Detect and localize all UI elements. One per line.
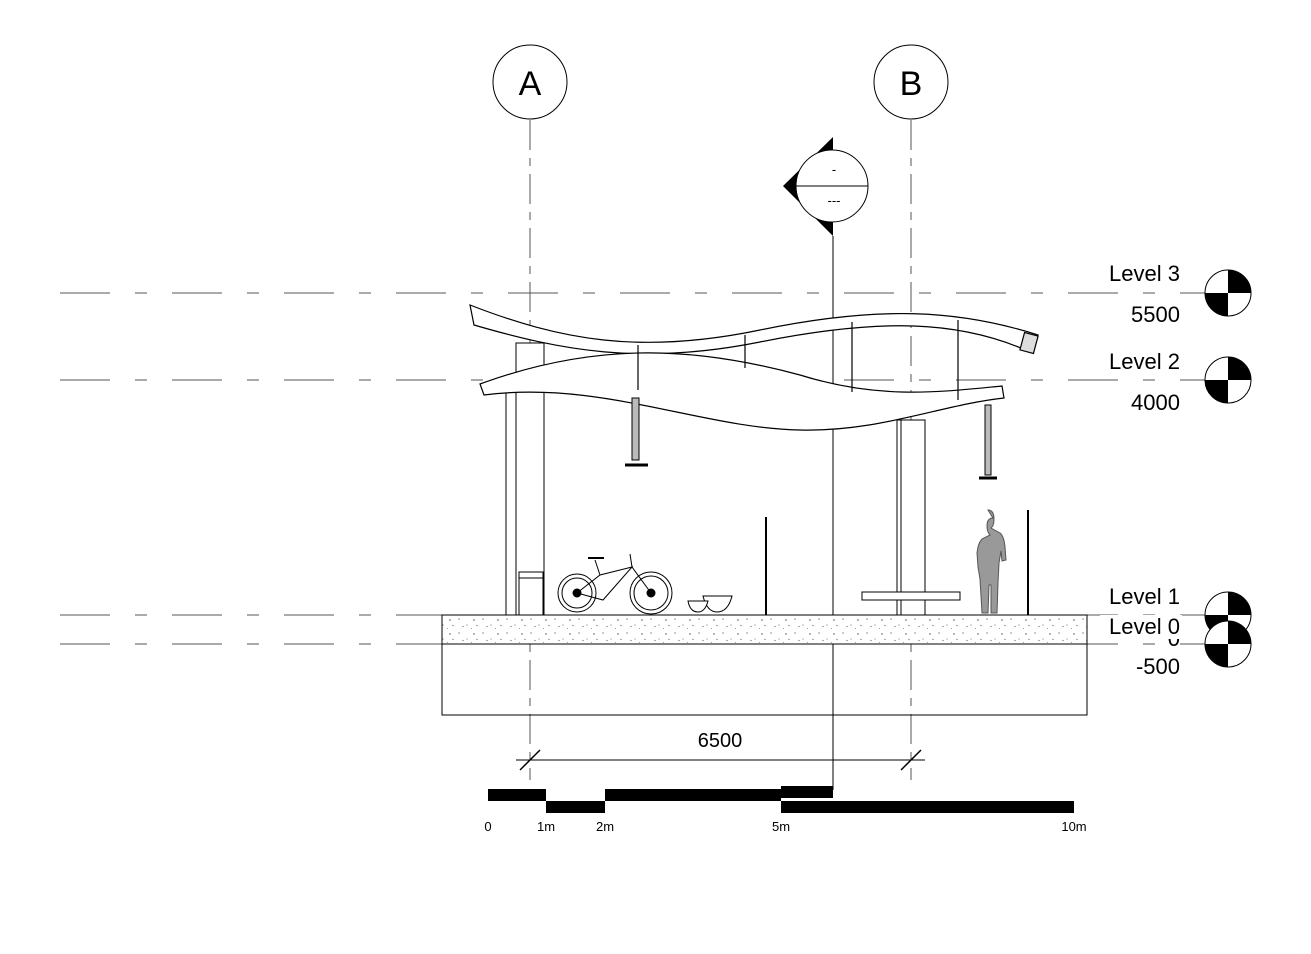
hanging-lamps (625, 397, 997, 480)
dimension-a-b[interactable]: 6500 (516, 730, 925, 771)
level-1-name: Level 1 (1109, 584, 1180, 609)
section-mark[interactable]: - --- (783, 137, 869, 790)
grid-head-b[interactable]: B (873, 44, 949, 120)
grid-head-a[interactable]: A (492, 44, 568, 120)
section-mark-top: - (832, 162, 836, 177)
scale-bar: 0 1m 2m 5m 10m (484, 786, 1087, 834)
scale-label-1m: 1m (537, 819, 555, 834)
level-2-elevation: 4000 (1131, 390, 1180, 415)
bicycle-icon (557, 553, 673, 615)
person-silhouette (976, 509, 1007, 614)
level-0-elevation: -500 (1136, 654, 1180, 679)
foundation (441, 614, 1088, 716)
scale-label-2m: 2m (596, 819, 614, 834)
level-heads: Level 3 5500 Level 2 4000 Level 1 0 (1100, 261, 1252, 679)
dimension-value: 6500 (698, 730, 743, 752)
grid-lines (529, 120, 912, 780)
level-3-elevation: 5500 (1131, 302, 1180, 327)
level-0-head[interactable]: Level 0 -500 (1100, 614, 1252, 679)
lower-roof (479, 352, 1005, 431)
scale-label-0: 0 (484, 819, 491, 834)
level-0-name: Level 0 (1109, 614, 1180, 639)
planters (687, 595, 733, 613)
level-3-marker-icon (1204, 269, 1252, 317)
upper-roof (469, 304, 1039, 355)
column-b (896, 419, 926, 616)
level-2-head[interactable]: Level 2 4000 (1109, 349, 1252, 415)
level-2-marker-icon (1204, 356, 1252, 404)
grid-b-label: B (900, 65, 923, 103)
level-2-name: Level 2 (1109, 349, 1180, 374)
footing (441, 643, 1088, 716)
slab (441, 614, 1088, 645)
entourage (518, 509, 1029, 616)
scale-label-5m: 5m (772, 819, 790, 834)
grid-a-label: A (519, 65, 542, 103)
level-3-name: Level 3 (1109, 261, 1180, 286)
section-mark-bottom: --- (828, 193, 841, 208)
bench (861, 591, 961, 601)
scale-label-10m: 10m (1061, 819, 1086, 834)
roof-canopies (469, 304, 1039, 431)
level-0-marker-icon (1204, 620, 1252, 668)
level-3-head[interactable]: Level 3 5500 (1109, 261, 1252, 327)
trash-bin (518, 574, 544, 616)
